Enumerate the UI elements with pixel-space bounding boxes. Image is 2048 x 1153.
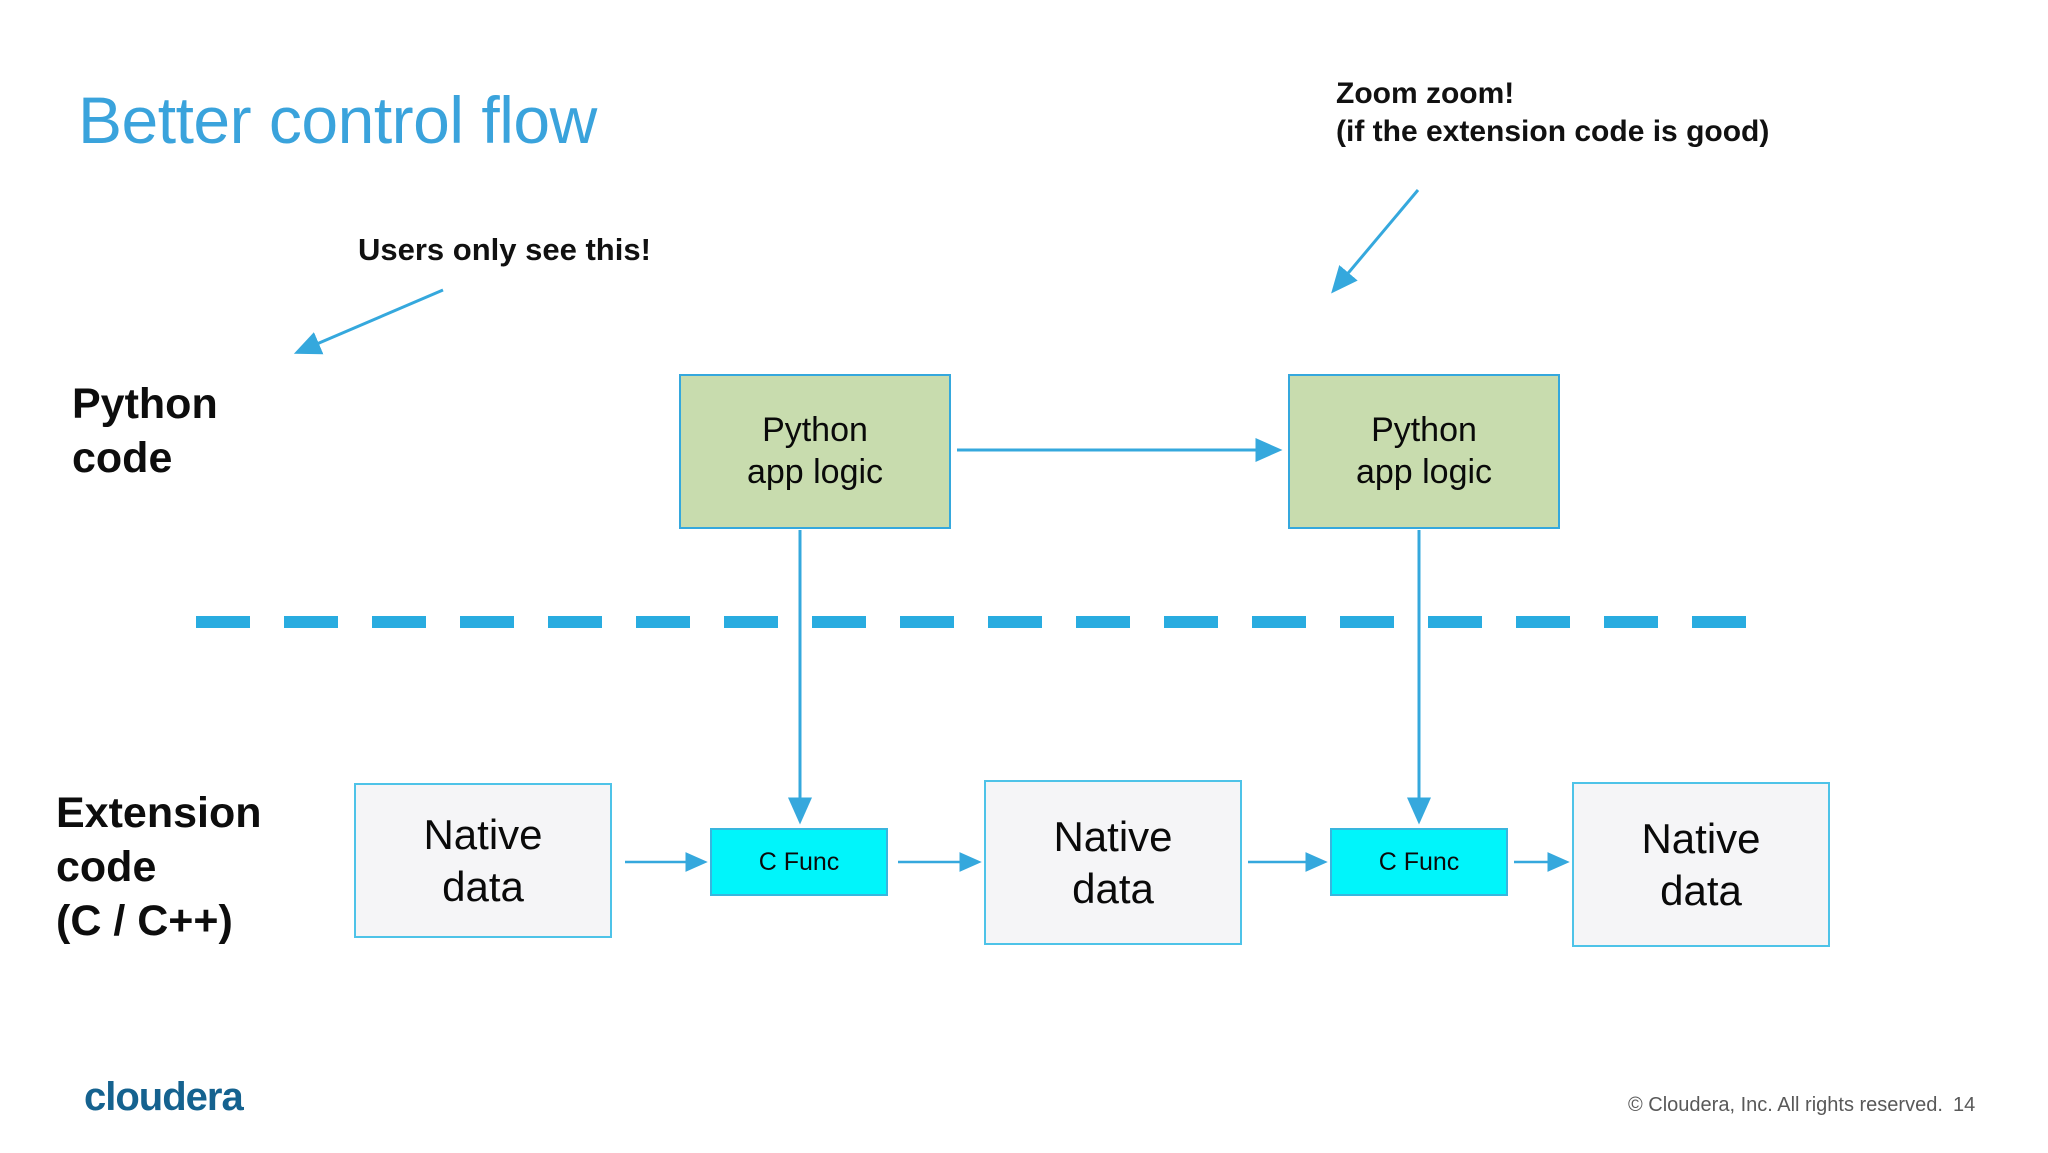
python-box-2-line2: app logic [1355, 452, 1493, 491]
row-label-extension-code: Extension code (C / C++) [56, 786, 262, 949]
callout-users-only-see-this: Users only see this! [358, 230, 651, 270]
row-label-extension-line3: (C / C++) [56, 897, 233, 946]
native-data-box-1: Native data [354, 783, 612, 938]
python-box-1-line1: Python [762, 411, 868, 450]
cloudera-logo: cloudera [84, 1075, 244, 1119]
c-func-box-2: C Func [1330, 828, 1508, 896]
python-box-2-line1: Python [1371, 411, 1477, 450]
c-func-box-2-label: C Func [1378, 847, 1460, 876]
native-box-3-line2: data [1660, 866, 1742, 914]
native-box-1-line1: Native [423, 811, 543, 859]
callout-users-line: Users only see this! [358, 232, 651, 267]
native-box-1-line2: data [442, 862, 524, 910]
footer-copyright: © Cloudera, Inc. All rights reserved. [1628, 1094, 1943, 1116]
row-label-python-line2: code [72, 434, 173, 483]
python-box-1-line2: app logic [746, 452, 884, 491]
page-title: Better control flow [78, 83, 597, 157]
python-app-logic-box-1: Python app logic [679, 374, 951, 529]
native-data-box-3: Native data [1572, 782, 1830, 947]
leader-arrow-zoom [1331, 189, 1420, 294]
native-box-2-line1: Native [1053, 813, 1173, 861]
footer-page-number: 14 [1953, 1094, 1976, 1116]
row-label-python-line1: Python [72, 380, 218, 428]
c-func-box-1-label: C Func [758, 847, 840, 876]
row-label-extension-line1: Extension [56, 789, 262, 837]
callout-zoom-zoom: Zoom zoom! (if the extension code is goo… [1336, 75, 1769, 152]
callout-zoom-line1: Zoom zoom! [1336, 77, 1515, 110]
leader-arrow-users [293, 288, 444, 355]
c-func-box-1: C Func [710, 828, 888, 896]
native-data-box-2: Native data [984, 780, 1242, 945]
callout-zoom-line2: (if the extension code is good) [1336, 115, 1770, 149]
python-app-logic-box-2: Python app logic [1288, 374, 1560, 529]
row-label-extension-line2: code [56, 843, 157, 892]
row-label-python-code: Python code [72, 377, 218, 485]
native-box-3-line1: Native [1641, 815, 1761, 863]
native-box-2-line2: data [1072, 864, 1154, 912]
